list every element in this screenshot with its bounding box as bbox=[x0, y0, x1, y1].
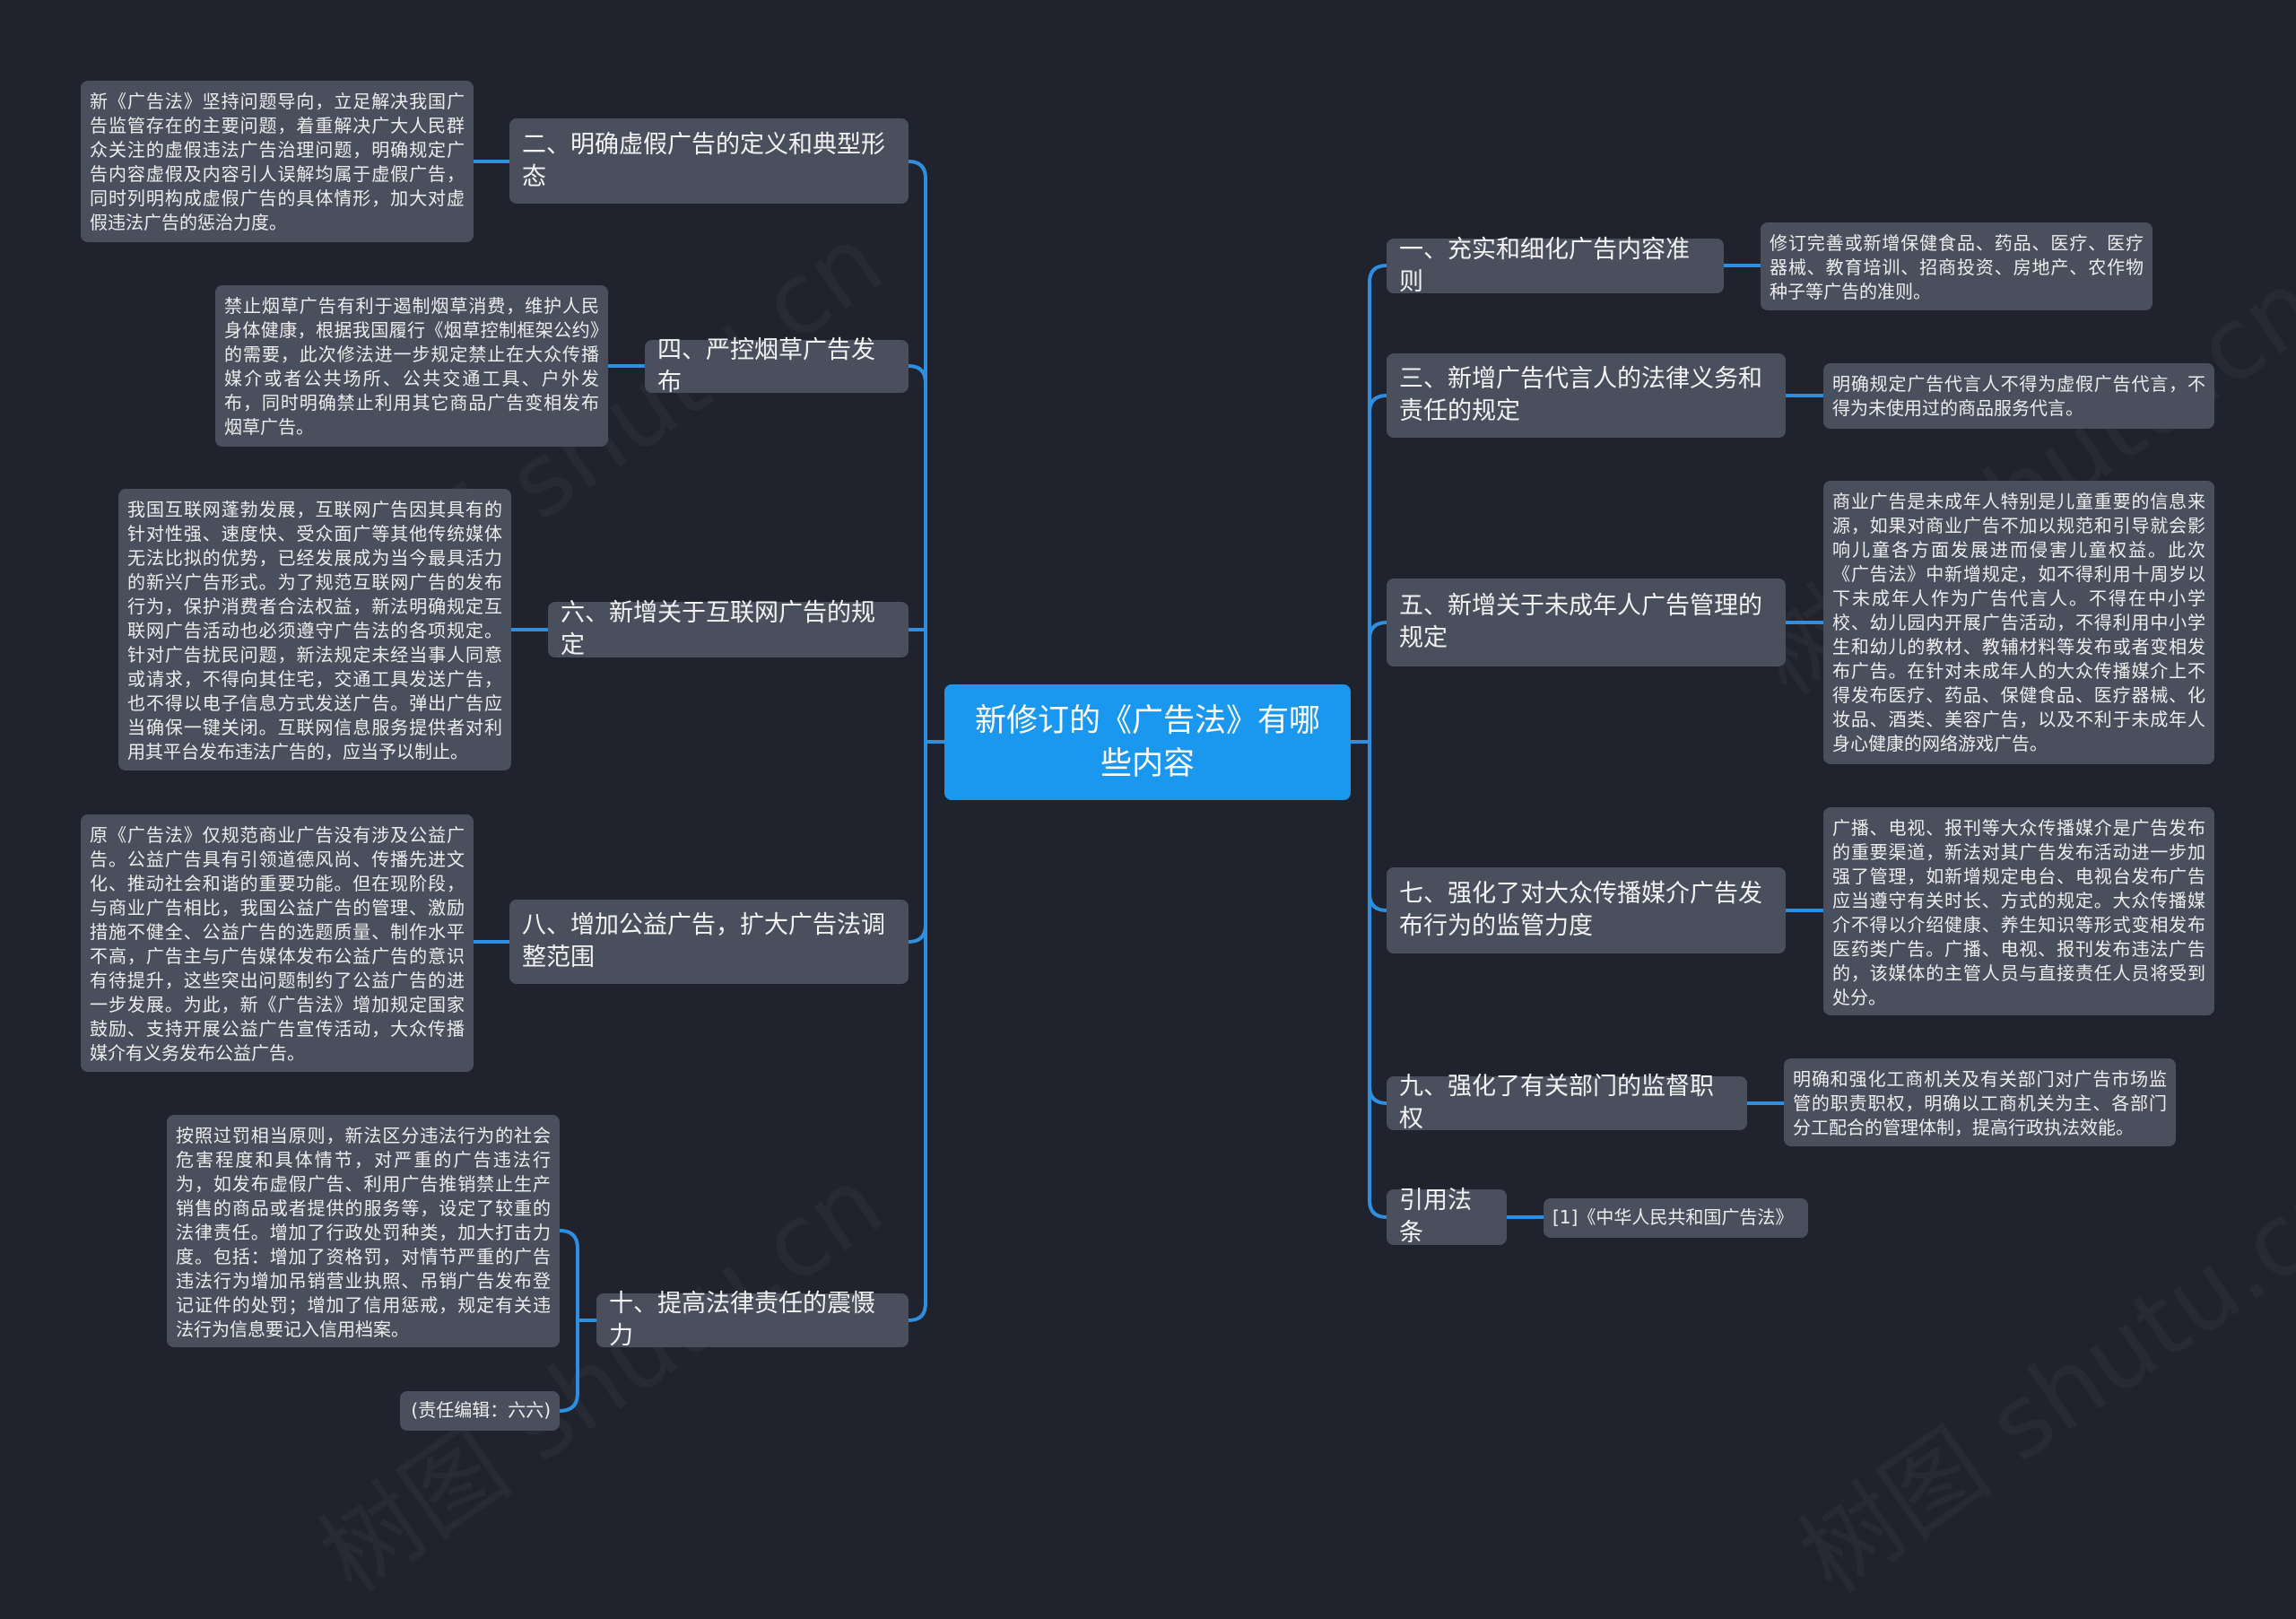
detail-text: 我国互联网蓬勃发展，互联网广告因其具有的针对性强、速度快、受众面广等其他传统媒体… bbox=[127, 499, 502, 762]
branch-label: 七、强化了对大众传播媒介广告发布行为的监管力度 bbox=[1399, 880, 1762, 940]
detail-content-standards[interactable]: 修订完善或新增保健食品、药品、医疗、医疗器械、教育培训、招商投资、房地产、农作物… bbox=[1761, 222, 2152, 310]
branch-label: 十、提高法律责任的震慑力 bbox=[609, 1290, 875, 1350]
detail-text: 商业广告是未成年人特别是儿童重要的信息来源，如果对商业广告不加以规范和引导就会影… bbox=[1832, 491, 2205, 754]
editor-text: (责任编辑：六六) bbox=[411, 1399, 551, 1421]
detail-text: 原《广告法》仅规范商业广告没有涉及公益广告。公益广告具有引领道德风尚、传播先进文… bbox=[90, 824, 465, 1064]
connector-lines bbox=[474, 160, 1823, 1413]
detail-tobacco-ads[interactable]: 禁止烟草广告有利于遏制烟草消费，维护人民身体健康，根据我国履行《烟草控制框架公约… bbox=[215, 285, 608, 447]
branch-label: 三、新增广告代言人的法律义务和责任的规定 bbox=[1399, 365, 1762, 425]
detail-text: 广播、电视、报刊等大众传播媒介是广告发布的重要渠道，新法对其广告发布活动进一步加… bbox=[1832, 817, 2205, 1008]
detail-supervision[interactable]: 明确和强化工商机关及有关部门对广告市场监管的职责职权，明确以工商机关为主、各部门… bbox=[1784, 1058, 2176, 1146]
branch-content-standards[interactable]: 一、充实和细化广告内容准则 bbox=[1387, 236, 1724, 296]
branch-label: 一、充实和细化广告内容准则 bbox=[1399, 235, 1690, 296]
detail-public-service-ads[interactable]: 原《广告法》仅规范商业广告没有涉及公益广告。公益广告具有引领道德风尚、传播先进文… bbox=[81, 814, 474, 1072]
detail-minors[interactable]: 商业广告是未成年人特别是儿童重要的信息来源，如果对商业广告不加以规范和引导就会影… bbox=[1823, 481, 2214, 764]
root-title: 新修订的《广告法》有哪些内容 bbox=[974, 702, 1320, 782]
detail-text: 明确规定广告代言人不得为虚假广告代言，不得为未使用过的商品服务代言。 bbox=[1832, 373, 2205, 419]
detail-text: [1]《中华人民共和国广告法》 bbox=[1552, 1206, 1794, 1228]
branch-tobacco-ads[interactable]: 四、严控烟草广告发布 bbox=[645, 336, 909, 396]
branch-label: 九、强化了有关部门的监督职权 bbox=[1399, 1073, 1714, 1133]
branch-public-service-ads[interactable]: 八、增加公益广告，扩大广告法调整范围 bbox=[509, 900, 909, 984]
branch-label: 五、新增关于未成年人广告管理的规定 bbox=[1399, 592, 1762, 652]
branch-false-advertising[interactable]: 二、明确虚假广告的定义和典型形态 bbox=[509, 118, 909, 204]
detail-text: 新《广告法》坚持问题导向，立足解决我国广告监管存在的主要问题，着重解决广大人民群… bbox=[90, 91, 465, 233]
branch-mass-media[interactable]: 七、强化了对大众传播媒介广告发布行为的监管力度 bbox=[1387, 867, 1786, 953]
detail-text: 明确和强化工商机关及有关部门对广告市场监管的职责职权，明确以工商机关为主、各部门… bbox=[1793, 1068, 2167, 1138]
root-topic[interactable]: 新修订的《广告法》有哪些内容 bbox=[944, 684, 1351, 800]
detail-internet-ads[interactable]: 我国互联网蓬勃发展，互联网广告因其具有的针对性强、速度快、受众面广等其他传统媒体… bbox=[118, 489, 511, 770]
branch-label: 六、新增关于互联网广告的规定 bbox=[561, 599, 875, 659]
detail-text: 修订完善或新增保健食品、药品、医疗、医疗器械、教育培训、招商投资、房地产、农作物… bbox=[1770, 232, 2144, 302]
branch-label: 四、严控烟草广告发布 bbox=[657, 335, 875, 396]
detail-mass-media[interactable]: 广播、电视、报刊等大众传播媒介是广告发布的重要渠道，新法对其广告发布活动进一步加… bbox=[1823, 807, 2214, 1015]
branch-supervision[interactable]: 九、强化了有关部门的监督职权 bbox=[1387, 1073, 1747, 1133]
branch-label: 引用法条 bbox=[1399, 1187, 1472, 1247]
branch-label: 二、明确虚假广告的定义和典型形态 bbox=[522, 130, 885, 191]
detail-spokesperson[interactable]: 明确规定广告代言人不得为虚假广告代言，不得为未使用过的商品服务代言。 bbox=[1823, 363, 2214, 429]
detail-text: 禁止烟草广告有利于遏制烟草消费，维护人民身体健康，根据我国履行《烟草控制框架公约… bbox=[224, 295, 599, 438]
detail-references[interactable]: [1]《中华人民共和国广告法》 bbox=[1544, 1198, 1808, 1238]
branch-spokesperson[interactable]: 三、新增广告代言人的法律义务和责任的规定 bbox=[1387, 353, 1786, 438]
branch-internet-ads[interactable]: 六、新增关于互联网广告的规定 bbox=[548, 599, 909, 659]
branch-references[interactable]: 引用法条 bbox=[1387, 1187, 1507, 1247]
detail-false-advertising[interactable]: 新《广告法》坚持问题导向，立足解决我国广告监管存在的主要问题，着重解决广大人民群… bbox=[81, 81, 474, 242]
detail-legal-liability[interactable]: 按照过罚相当原则，新法区分违法行为的社会危害程度和具体情节，对严重的广告违法行为… bbox=[167, 1115, 560, 1347]
branch-legal-liability[interactable]: 十、提高法律责任的震慑力 bbox=[596, 1290, 909, 1350]
branch-minors[interactable]: 五、新增关于未成年人广告管理的规定 bbox=[1387, 579, 1786, 666]
editor-note[interactable]: (责任编辑：六六) bbox=[400, 1391, 560, 1431]
detail-text: 按照过罚相当原则，新法区分违法行为的社会危害程度和具体情节，对严重的广告违法行为… bbox=[176, 1125, 551, 1340]
branch-label: 八、增加公益广告，扩大广告法调整范围 bbox=[522, 911, 885, 971]
